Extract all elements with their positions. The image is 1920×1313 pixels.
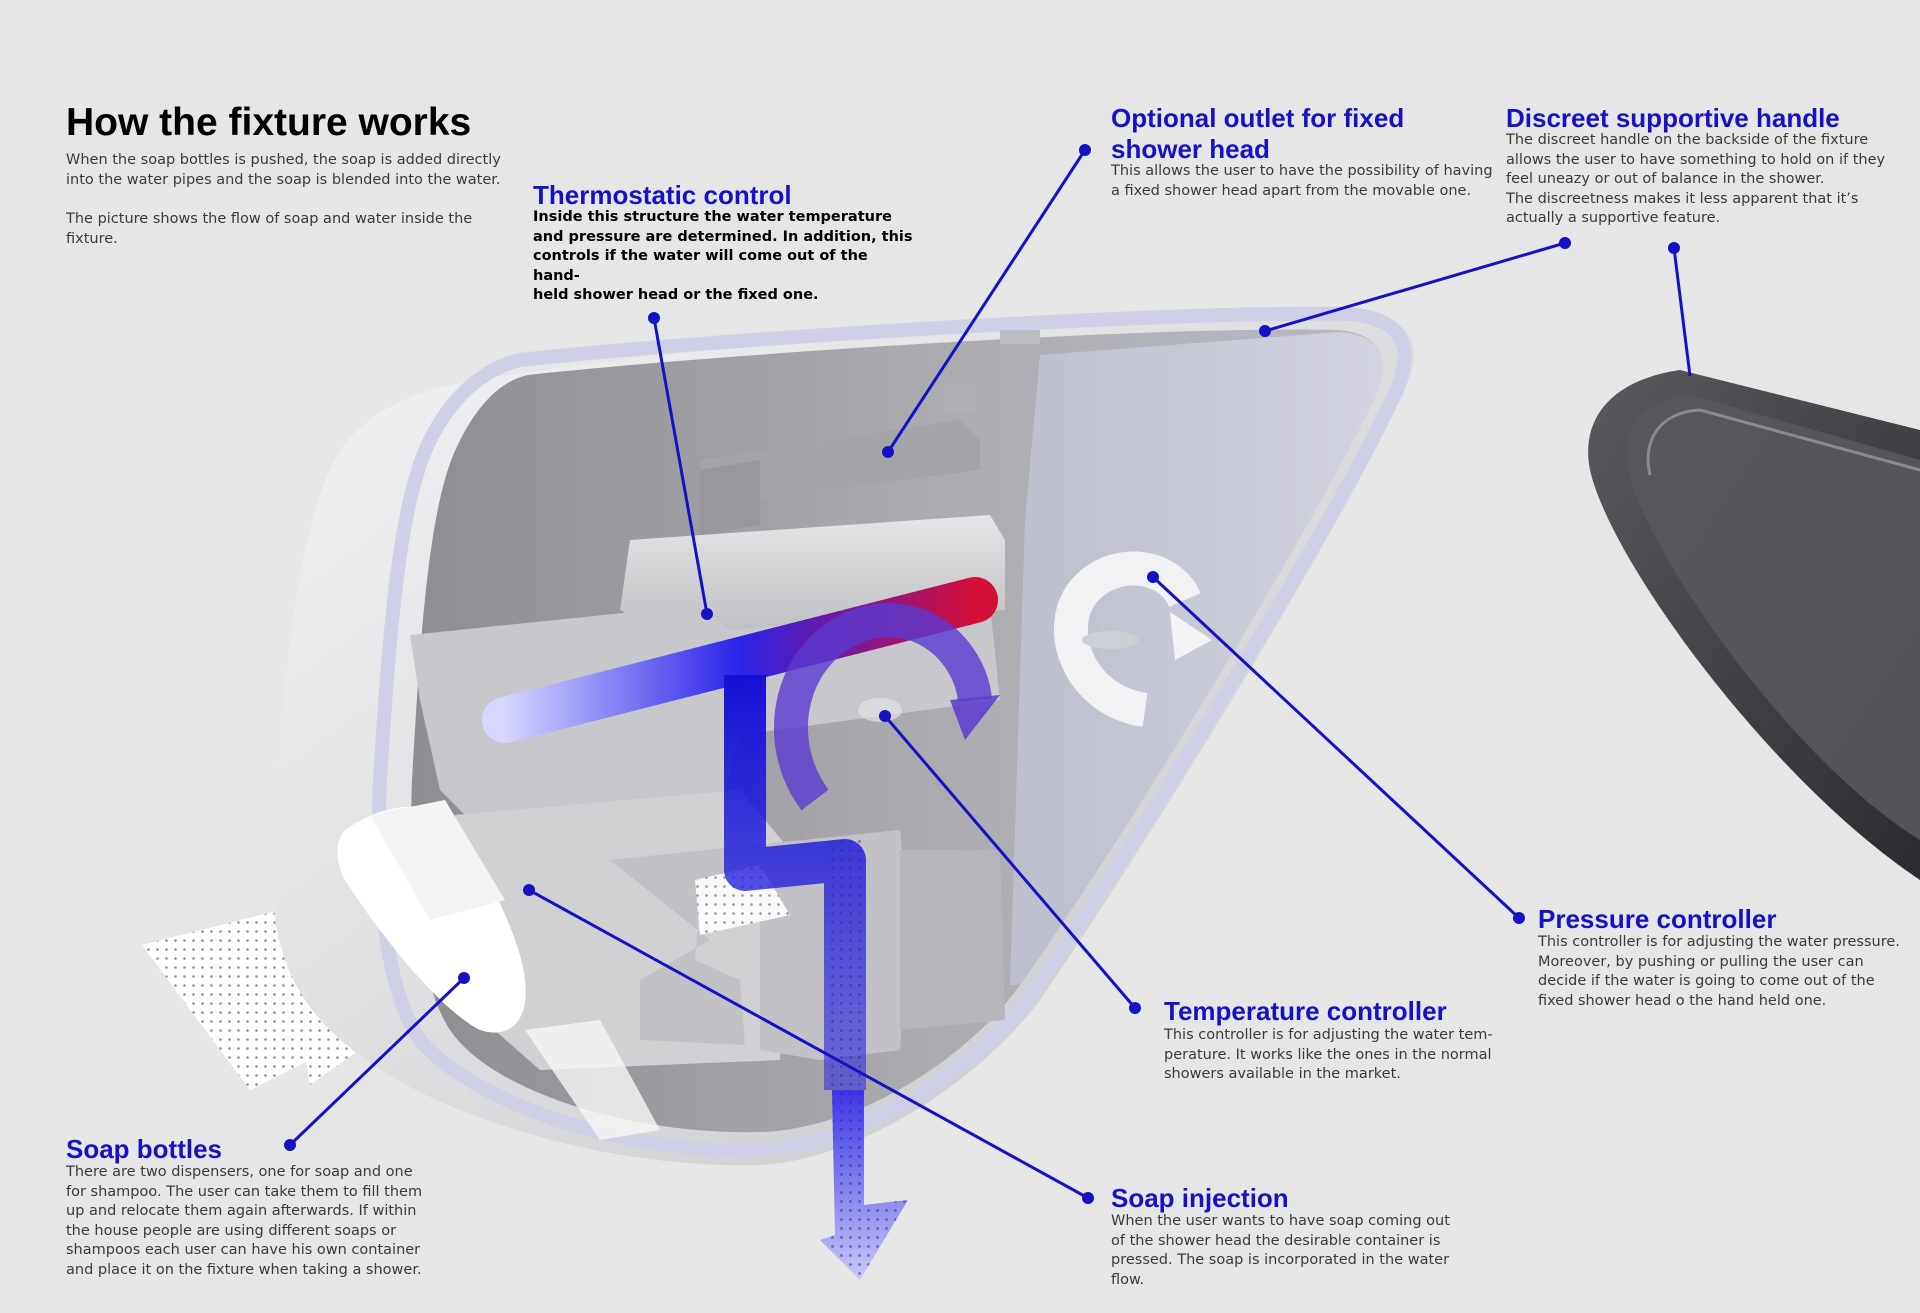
- optional-outlet-title: Optional outlet for fixed shower head: [1111, 103, 1405, 164]
- soap-injection-title: Soap injection: [1111, 1183, 1289, 1213]
- pressure-controller-title: Pressure controller: [1538, 904, 1777, 934]
- outlet-pipe: [700, 330, 1040, 535]
- callout-lines: [288, 149, 1692, 1200]
- thermostatic-control-text: Inside this structure the water temperat…: [533, 209, 913, 304]
- supportive-handle: [1588, 370, 1920, 880]
- soap-bottles-text: There are two dispensers, one for soap a…: [66, 1164, 423, 1278]
- outflow-arrow: [820, 1090, 908, 1280]
- temperature-controller-title: Temperature controller: [1164, 996, 1447, 1026]
- soap-injection-text: When the user wants to have soap coming …: [1111, 1213, 1450, 1288]
- pressure-controller-rotation: [1053, 551, 1212, 727]
- supportive-handle-text: The discreet handle on the backside of t…: [1506, 132, 1886, 227]
- supportive-handle-title: Discreet supportive handle: [1506, 103, 1840, 133]
- temperature-controller-text: This controller is for adjusting the wat…: [1164, 1027, 1493, 1083]
- soap-bottles: [337, 800, 660, 1140]
- soap-bottles-title: Soap bottles: [66, 1134, 223, 1164]
- intro-text: When the soap bottles is pushed, the soa…: [66, 152, 501, 188]
- cavity-right-panel: [1010, 332, 1383, 985]
- thermostatic-control-title: Thermostatic control: [533, 180, 792, 210]
- intro-note: The picture shows the flow of soap and w…: [66, 211, 473, 247]
- optional-outlet-text: This allows the user to have the possibi…: [1111, 163, 1493, 199]
- temperature-controller-rotation: [774, 603, 1000, 811]
- pressure-controller-text: This controller is for adjusting the wat…: [1538, 934, 1900, 1009]
- page-title: How the fixture works: [66, 101, 472, 144]
- callout-dots: [284, 144, 1680, 1204]
